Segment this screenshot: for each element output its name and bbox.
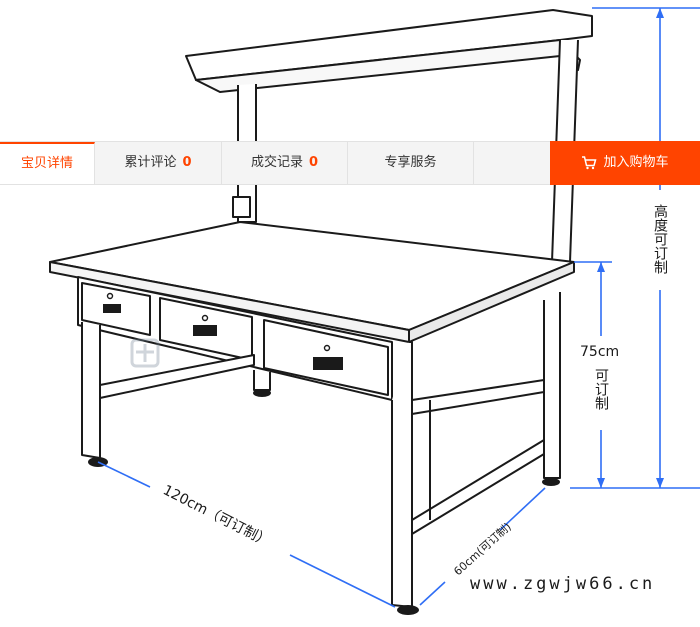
transaction-count: 0 bbox=[308, 155, 319, 170]
depth-dimension-label: 60cm(可订制) bbox=[451, 520, 513, 578]
watermark-logo bbox=[130, 338, 160, 368]
tab-label: 累计评论 bbox=[124, 155, 177, 170]
tab-label: 宝贝详情 bbox=[20, 156, 73, 171]
power-outlet-icon bbox=[232, 196, 251, 218]
length-dimension-label: 120cm（可订制） bbox=[160, 482, 272, 550]
tab-label: 成交记录 bbox=[250, 155, 303, 170]
tab-services[interactable]: 专享服务 bbox=[348, 142, 474, 184]
add-to-cart-button[interactable]: 加入购物车 bbox=[550, 141, 700, 185]
tab-label: 专享服务 bbox=[384, 155, 437, 170]
tab-reviews[interactable]: 累计评论 0 bbox=[95, 142, 222, 184]
watermark-url: www.zgwjw66.cn bbox=[470, 574, 656, 594]
add-to-cart-label: 加入购物车 bbox=[603, 155, 669, 170]
cart-icon bbox=[582, 155, 597, 169]
review-count: 0 bbox=[182, 155, 192, 170]
height-dimension-label: 高度可订制 bbox=[652, 203, 668, 274]
table-height-note: 可订制 bbox=[593, 368, 609, 410]
tab-item-details[interactable]: 宝贝详情 bbox=[0, 142, 95, 184]
table-height-label: 75cm bbox=[580, 344, 619, 360]
detail-tab-bar: 宝贝详情 累计评论 0 成交记录 0 专享服务 加入购物车 bbox=[0, 141, 700, 185]
tab-transactions[interactable]: 成交记录 0 bbox=[222, 142, 348, 184]
